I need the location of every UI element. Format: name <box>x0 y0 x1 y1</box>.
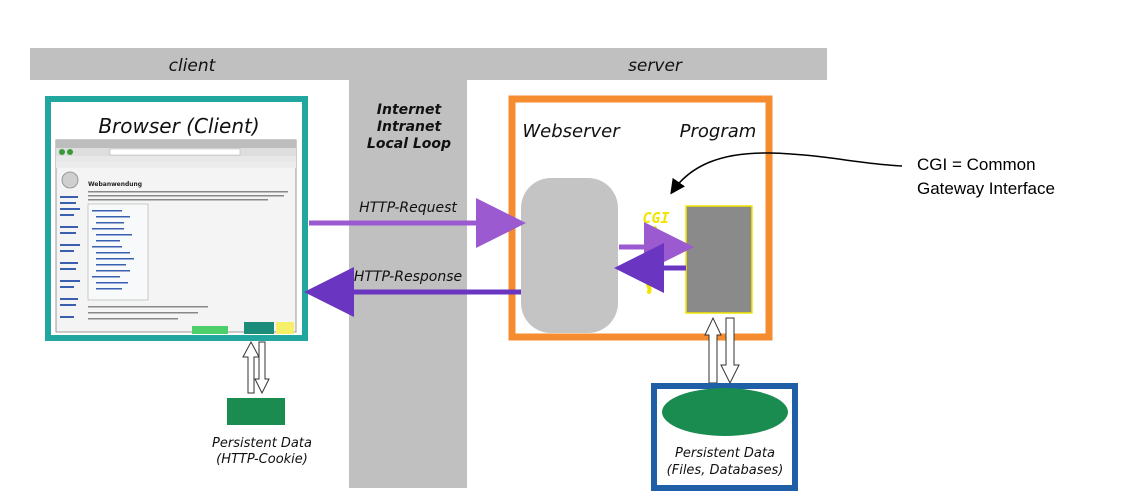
client-storage-line-2: (HTTP-Cookie) <box>216 452 308 467</box>
browser-screenshot: Webanwendung <box>55 139 297 334</box>
network-line-1: Internet <box>377 102 443 118</box>
program-label: Program <box>680 121 757 142</box>
server-storage-line-1: Persistent Data <box>675 446 775 461</box>
zone-client-label: client <box>169 56 217 76</box>
callout-line-2: Gateway Interface <box>917 179 1055 198</box>
database-shape <box>662 388 788 436</box>
webserver-label: Webserver <box>522 121 621 142</box>
callout-arrow <box>670 152 903 195</box>
cookie-storage <box>227 398 285 425</box>
client-storage-line-1: Persistent Data <box>212 436 312 451</box>
server-storage-link <box>704 316 740 385</box>
zone-server-label: server <box>628 56 683 76</box>
callout-line-1: CGI = Common <box>917 155 1036 174</box>
http-response-label: HTTP-Response <box>354 269 462 285</box>
network-line-2: Intranet <box>377 119 443 135</box>
screenshot-heading: Webanwendung <box>88 181 142 188</box>
server-storage-line-2: (Files, Databases) <box>667 463 784 478</box>
network-column <box>349 48 467 488</box>
client-storage-link <box>242 340 270 395</box>
network-line-3: Local Loop <box>367 136 451 152</box>
webserver-shape <box>521 178 618 333</box>
browser-title: Browser (Client) <box>98 114 259 138</box>
cgi-label: CGI <box>642 209 669 227</box>
program-shape <box>685 205 753 314</box>
http-request-label: HTTP-Request <box>359 200 457 216</box>
